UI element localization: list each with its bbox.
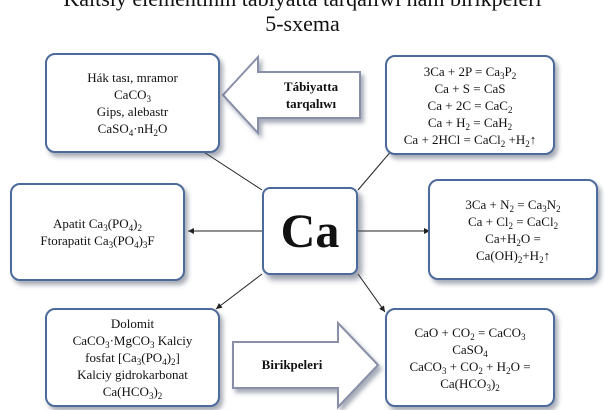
- link-bottom-left: [215, 273, 263, 310]
- formula-line: Ca + 2C = CaC2: [427, 97, 513, 115]
- formula-line: Ca(HCO3)2: [440, 375, 500, 393]
- formula-line: Ca + 2HCl = CaCl2 +H2↑: [403, 131, 537, 149]
- formula-line: CaO + CO2 = CaCO3: [414, 324, 526, 342]
- formula-line: CaCO3·MgCO3 Kalciy: [72, 333, 193, 350]
- center-element-box: Ca: [262, 187, 358, 275]
- formula-line: CaCO3: [114, 87, 151, 104]
- formula-line: Hák tası, mramor: [87, 70, 178, 85]
- formula-line: Ca+H2O =: [485, 230, 541, 248]
- arrow-label-line: tarqalıwı: [285, 96, 337, 111]
- page-heading-cut: Kaltsiy elementinin tábiyatta tarqalıwı …: [0, 0, 605, 10]
- formula-line: Gips, alebastr: [96, 104, 169, 119]
- formula-line: 3Ca + 2P = Ca3P2: [423, 63, 517, 81]
- scheme-title: 5-sxema: [265, 11, 340, 36]
- formula-line: Kalciy gidrokarbonat: [77, 367, 188, 382]
- arrow-label-line: Tábiyatta: [283, 79, 339, 94]
- formula-line: Apatit Ca3(PO4)2: [53, 216, 142, 233]
- arrow-label-nature: Tábiyatta tarqalıwı: [266, 78, 356, 112]
- formula-line: CaCO3 + CO2 + H2O =: [409, 358, 531, 376]
- formula-line: Ca + Cl2 = CaCl2: [467, 213, 559, 231]
- arrow-label-compounds: Birikpeleri: [261, 357, 323, 372]
- formula-line: CaSO4: [452, 341, 488, 359]
- arrow-right-compounds: [232, 320, 380, 410]
- arrow-left-nature: [221, 54, 361, 136]
- formula-line: Dolomit: [110, 316, 155, 331]
- formula-line: 3Ca + N2 = Ca3N2: [465, 196, 561, 214]
- formula-line: Ca(OH)2+H2↑: [475, 247, 551, 265]
- link-bottom-right: [357, 273, 386, 313]
- formula-line: Ca(HCO3)2: [102, 384, 163, 401]
- formula-line: Ca + S = CaS: [434, 80, 506, 96]
- formula-line: Ftorapatit Ca3(PO4)3F: [40, 233, 155, 250]
- formula-line: fosfat [Ca3(PO4)2]: [85, 350, 180, 367]
- formula-line: Ca + H2 = CaH2: [427, 114, 513, 132]
- formula-line: CaSO4·nH2O: [97, 121, 168, 138]
